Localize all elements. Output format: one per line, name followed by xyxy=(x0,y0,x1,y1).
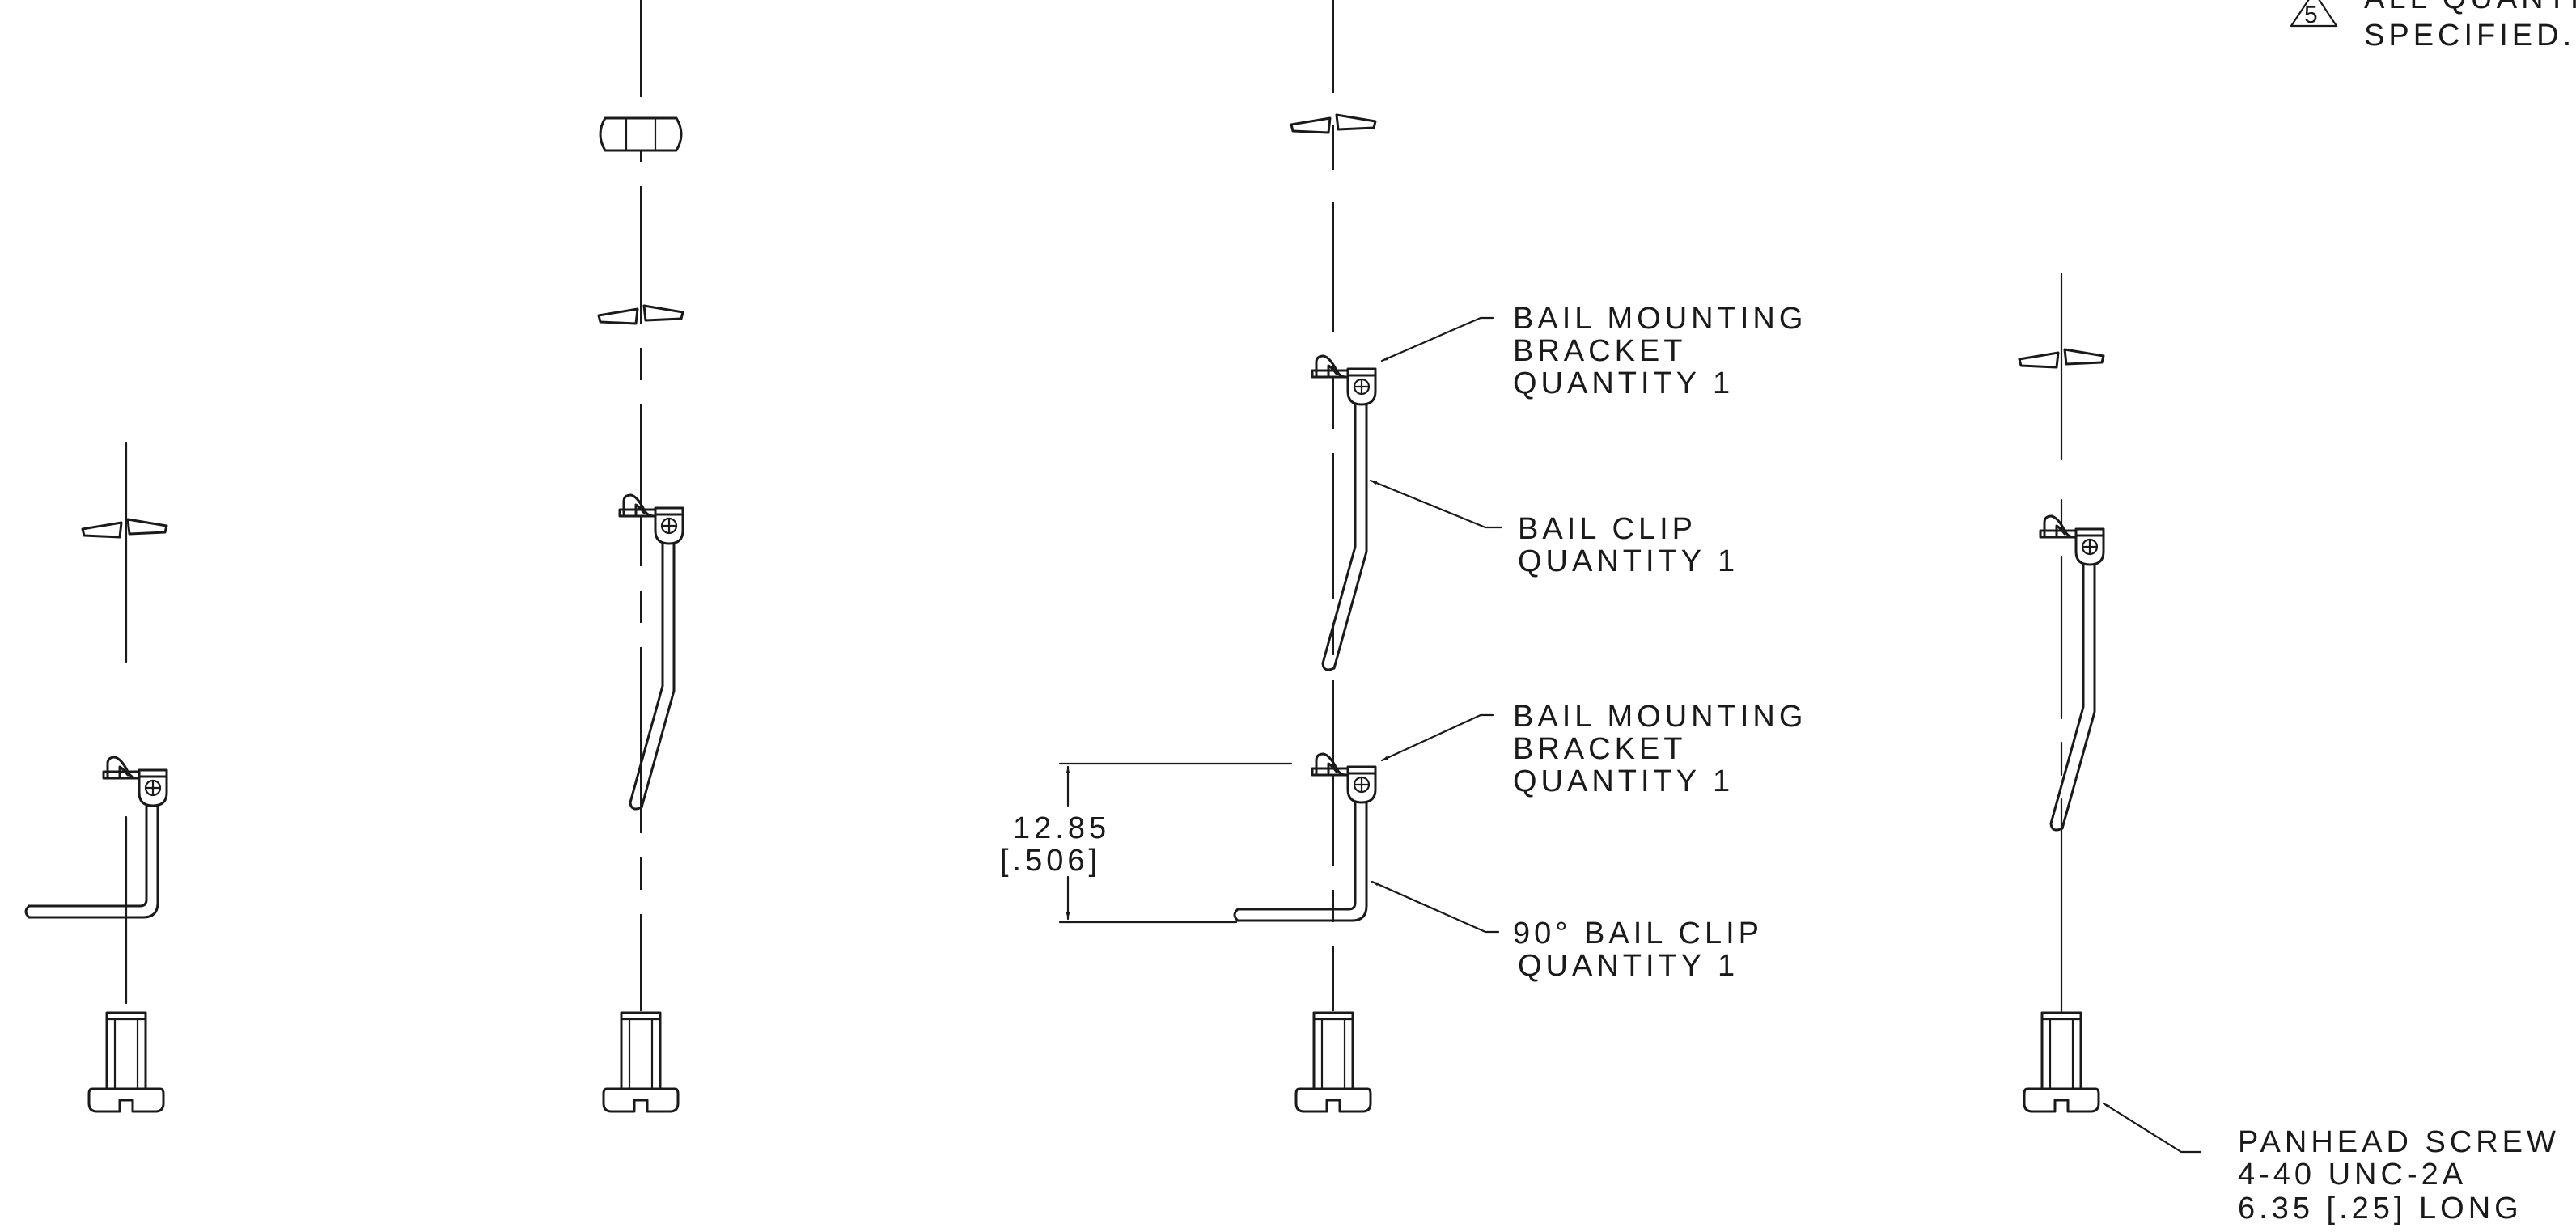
panhead-screw xyxy=(1294,1011,1372,1113)
callout-screw-line2: 4-40 UNC-2A xyxy=(2238,1158,2467,1192)
callout-bracket-bottom-line1: BAIL MOUNTING xyxy=(1513,700,1807,734)
note-flag-number: 5 xyxy=(2304,2,2319,28)
bail-mounting-bracket xyxy=(618,493,684,545)
bail-mounting-bracket xyxy=(102,756,168,807)
callout-screw-line1: PANHEAD SCREW xyxy=(2238,1125,2560,1159)
callout-bracket-top-line3: QUANTITY 1 xyxy=(1513,366,1734,400)
bail-mounting-bracket-upper xyxy=(1311,354,1377,406)
callout-bracket-bottom: BAIL MOUNTING BRACKET QUANTITY 1 xyxy=(1513,700,1807,798)
bail-mounting-bracket-lower xyxy=(1311,752,1377,804)
callout-90-bail-clip: 90° BAIL CLIP QUANTITY 1 xyxy=(1513,917,1763,983)
callout-bracket-bottom-line3: QUANTITY 1 xyxy=(1513,764,1734,798)
bail-clip xyxy=(2049,545,2096,832)
leader-lines xyxy=(1369,316,2202,1154)
hex-nut xyxy=(599,116,683,152)
callout-90-clip-line1: 90° BAIL CLIP xyxy=(1513,917,1763,950)
dimension-imperial: [.506] xyxy=(1000,844,1101,878)
dimension-height: 12.85 [.506] xyxy=(1000,762,1293,924)
panhead-screw xyxy=(87,1011,165,1113)
ninety-degree-bail-clip xyxy=(1233,783,1368,922)
bail-clip xyxy=(629,524,676,811)
dimension-metric: 12.85 xyxy=(1013,811,1110,845)
panhead-screw xyxy=(2023,1011,2100,1113)
ninety-degree-bail-clip xyxy=(24,780,159,919)
callout-bracket-top-line1: BAIL MOUNTING xyxy=(1513,302,1807,336)
callout-bail-clip: BAIL CLIP QUANTITY 1 xyxy=(1518,512,1739,578)
callout-screw-line3: 6.35 [.25] LONG xyxy=(2238,1192,2523,1226)
callout-90-clip-line2: QUANTITY 1 xyxy=(1518,949,1739,983)
callout-bail-clip-line1: BAIL CLIP xyxy=(1518,512,1697,546)
note-flag-triangle xyxy=(2290,0,2338,28)
stack-bail-clip-with-nut xyxy=(597,0,684,1113)
panhead-screw xyxy=(602,1011,680,1113)
callout-panhead-screw: PANHEAD SCREW 4-40 UNC-2A 6.35 [.25] LON… xyxy=(2238,1125,2560,1226)
stack-90-clip-short xyxy=(24,442,168,1113)
callout-bail-clip-line2: QUANTITY 1 xyxy=(1518,544,1739,578)
callout-bracket-bottom-line2: BRACKET xyxy=(1513,732,1686,766)
note-line1: ALL QUANTITI xyxy=(2364,0,2576,15)
callout-bracket-top-line2: BRACKET xyxy=(1513,334,1686,368)
callout-bracket-top: BAIL MOUNTING BRACKET QUANTITY 1 xyxy=(1513,302,1807,400)
bail-mounting-bracket xyxy=(2039,514,2105,566)
stack-double-clip xyxy=(1233,0,1377,1113)
lock-washer xyxy=(81,518,168,539)
stack-bail-clip-short xyxy=(2018,272,2105,1113)
note-line2: SPECIFIED. xyxy=(2364,19,2575,53)
bail-clip xyxy=(1321,385,1368,671)
general-note: 5 ALL QUANTITI SPECIFIED. xyxy=(2290,0,2576,53)
